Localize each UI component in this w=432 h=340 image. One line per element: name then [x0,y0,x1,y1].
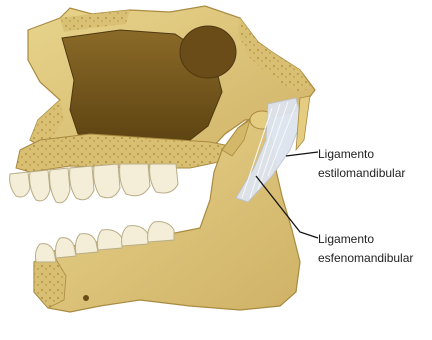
label-stylomandibular-line1: Ligamento [318,145,405,164]
upper-tooth-2 [30,170,50,201]
label-stylomandibular-line2: estilomandibular [318,164,405,183]
leader-line-stylomandibular [286,152,318,156]
label-stylomandibular-ligament: Ligamento estilomandibular [318,145,405,183]
label-sphenomandibular-ligament: Ligamento esfenomandibular [318,230,413,268]
lower-tooth-3 [76,234,99,254]
upper-tooth-5 [94,164,120,198]
lower-tooth-2 [56,238,77,258]
maxilla [10,134,230,203]
lower-tooth-1 [36,244,57,262]
lower-tooth-4 [98,230,123,250]
upper-tooth-3 [50,168,70,203]
orbit-opening [180,26,236,78]
lower-tooth-6 [148,222,174,242]
upper-tooth-7 [150,164,178,193]
upper-tooth-1 [10,172,30,197]
upper-tooth-6 [120,164,150,196]
upper-tooth-4 [70,166,94,200]
label-sphenomandibular-line1: Ligamento [318,230,413,249]
mental-foramen [83,295,89,301]
label-sphenomandibular-line2: esfenomandibular [318,249,413,268]
lower-tooth-5 [122,226,148,246]
